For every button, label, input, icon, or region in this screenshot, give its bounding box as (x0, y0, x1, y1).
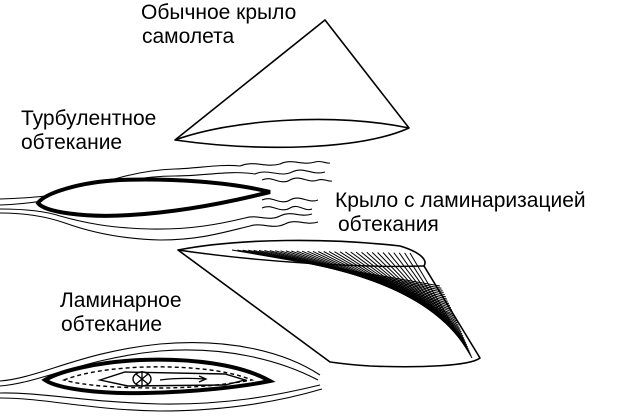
laminar-streamline (0, 350, 318, 386)
turbulent-flow-label-line1: Турбулентное (21, 107, 157, 130)
laminar-flow-drawing (0, 343, 322, 411)
turbulent-streamline (0, 213, 318, 240)
turbulent-flow-label: Турбулентное обтекание (21, 107, 156, 155)
conventional-wing-drawing (175, 20, 409, 147)
suction-surface-dashed (64, 367, 252, 388)
laminarized-wing-label-line1: Крыло с ламинаризацией (335, 189, 586, 212)
conventional-wing-root-section (175, 119, 409, 140)
turbulent-wake (262, 206, 312, 209)
conventional-wing-label-line2: самолета (142, 25, 235, 48)
laminar-streamline (0, 385, 320, 404)
turbulent-streamline (0, 209, 312, 229)
laminarized-wing-label-line2: обтекания (338, 213, 439, 236)
conventional-wing-outline (175, 20, 409, 147)
laminar-streamline (0, 343, 320, 381)
turbulent-airfoil (38, 180, 270, 216)
laminar-flow-label-line2: обтекание (61, 313, 163, 336)
turbulent-flow-drawing (0, 161, 332, 240)
laminar-airfoil (45, 360, 270, 393)
turbulent-wake (262, 178, 332, 182)
laminar-flow-label-line1: Ламинарное (60, 289, 182, 312)
turbulent-flow-label-line2: обтекание (21, 131, 123, 154)
laminar-flow-label: Ламинарное обтекание (60, 289, 182, 337)
conventional-wing-label: Обычное крыло самолета (141, 1, 296, 49)
internal-duct (100, 372, 245, 386)
laminarization-hatching (232, 250, 472, 358)
turbulent-wake (262, 198, 318, 202)
hatching-line (410, 253, 472, 358)
laminarized-wing-label: Крыло с ламинаризацией обтекания (335, 189, 586, 237)
laminar-streamline (0, 389, 322, 411)
pump-fan-icon (136, 371, 148, 387)
duct-flow-arrow (160, 376, 206, 382)
laminarized-wing-drawing (178, 240, 480, 366)
conventional-wing-label-line1: Обычное крыло (141, 1, 297, 24)
